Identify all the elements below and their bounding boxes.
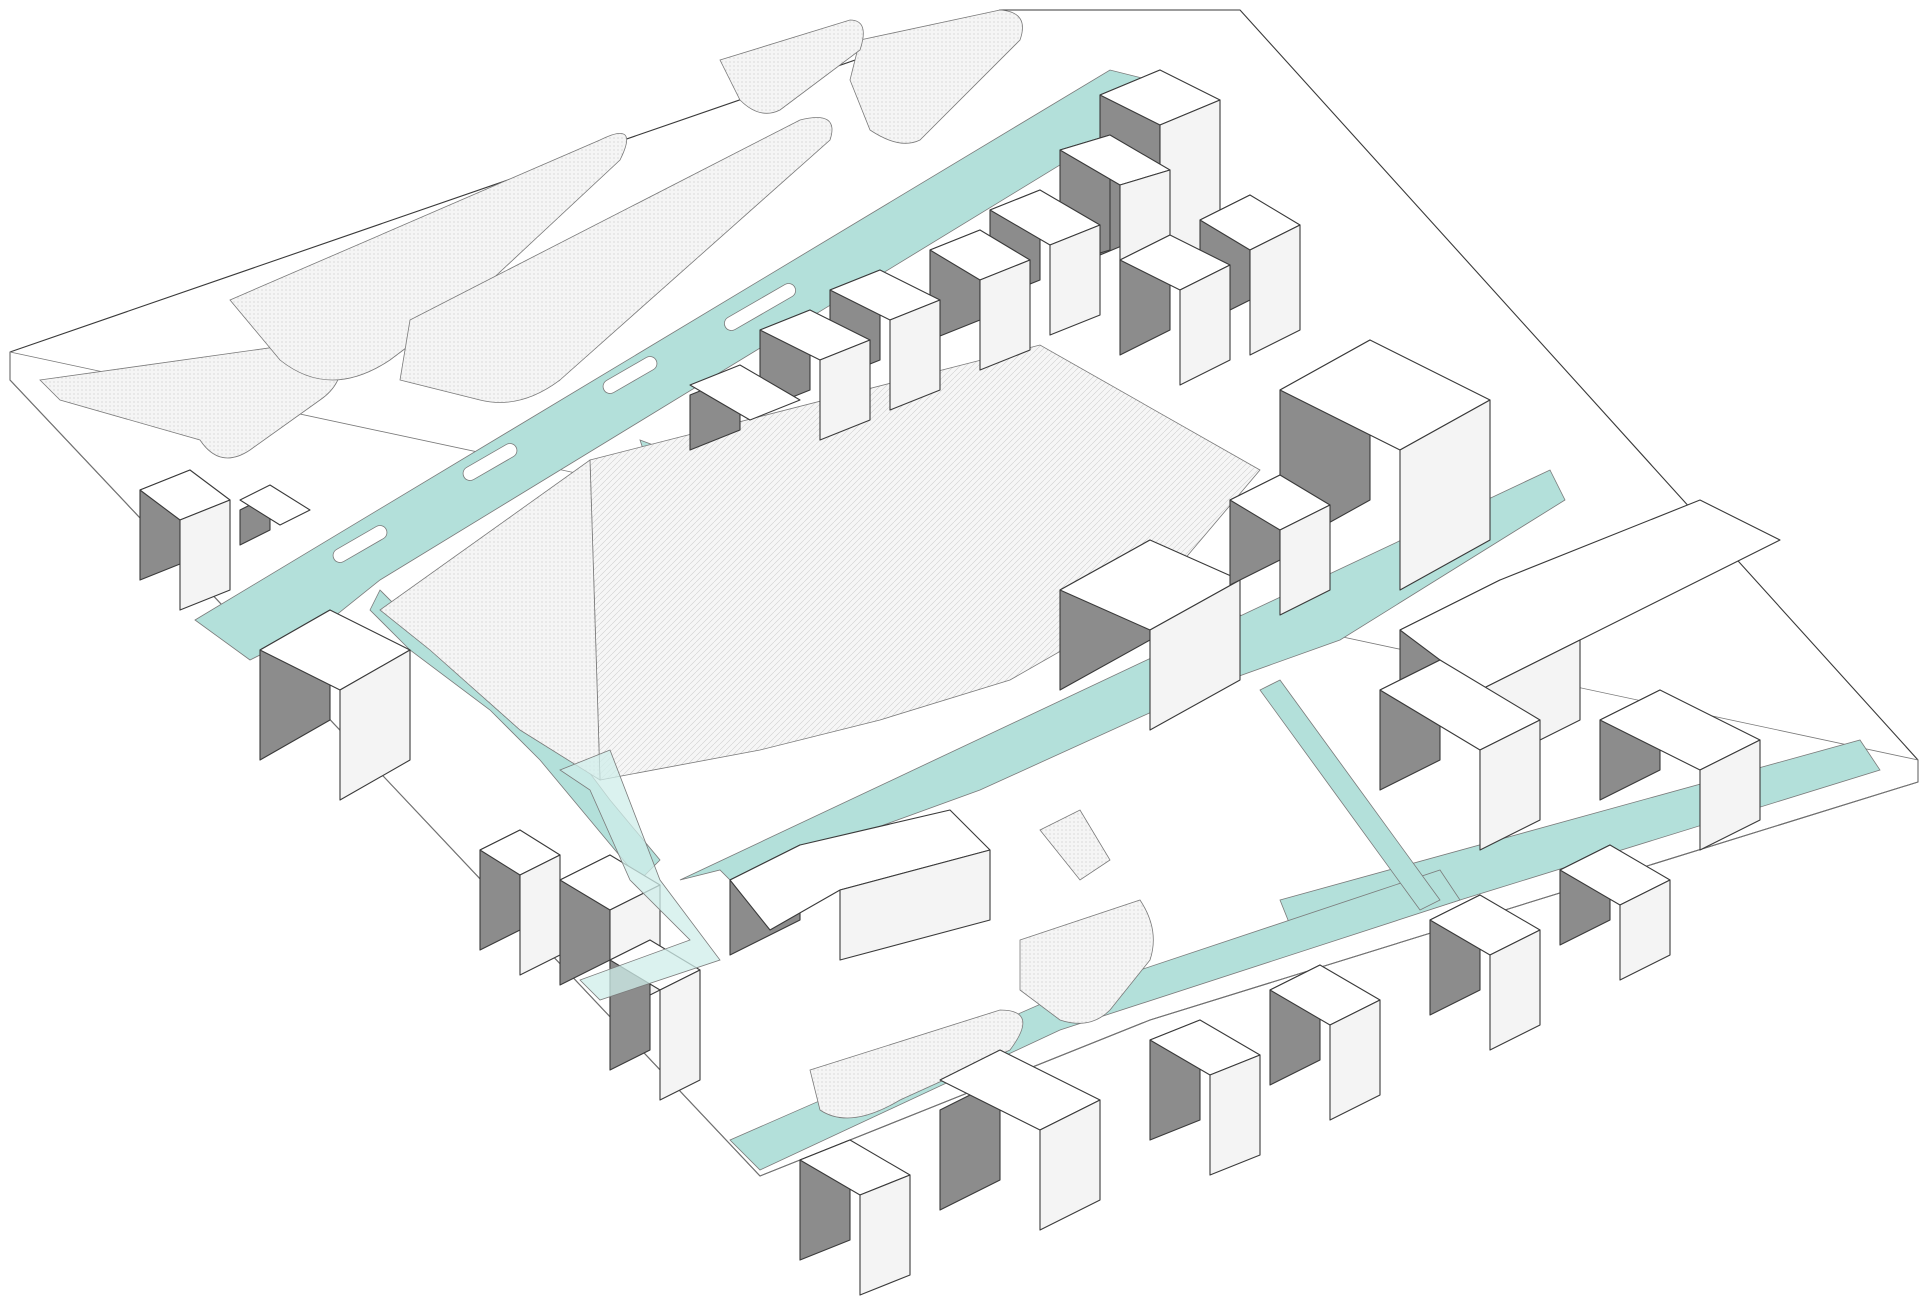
median [602, 356, 658, 394]
building [939, 1049, 1101, 1231]
avenue-medians [332, 283, 796, 563]
green-paths [194, 69, 1881, 1171]
building [1229, 474, 1331, 616]
landscape-island [719, 19, 864, 114]
north-landscape [39, 9, 1023, 459]
paved-plaza [589, 344, 1261, 781]
landscape-island [399, 117, 833, 403]
site-ground-edge [9, 351, 1919, 1177]
lawn [1019, 899, 1154, 1024]
building [799, 1139, 911, 1296]
building [479, 829, 561, 976]
median [462, 443, 518, 481]
building [1199, 194, 1301, 356]
lawn [1039, 809, 1111, 881]
landscape-island [849, 9, 1023, 144]
building-volumes [139, 69, 1781, 1296]
pedestrian-bridge [559, 749, 721, 1001]
building [1559, 844, 1671, 981]
building [1059, 539, 1241, 731]
pavilion [689, 364, 801, 451]
building [729, 809, 991, 961]
building [1599, 689, 1761, 851]
median [332, 525, 388, 563]
median [724, 283, 796, 331]
building [1429, 894, 1541, 1051]
building [1149, 1019, 1261, 1176]
east-connector [1259, 679, 1441, 911]
building [139, 469, 231, 611]
lawn [809, 1009, 1024, 1119]
south-lawns [809, 809, 1154, 1119]
building [1269, 964, 1381, 1121]
building [239, 484, 311, 546]
building [929, 229, 1031, 371]
building [1119, 234, 1231, 386]
building [1379, 659, 1541, 851]
plaza-lower-terrace [379, 459, 601, 781]
building [259, 609, 411, 801]
